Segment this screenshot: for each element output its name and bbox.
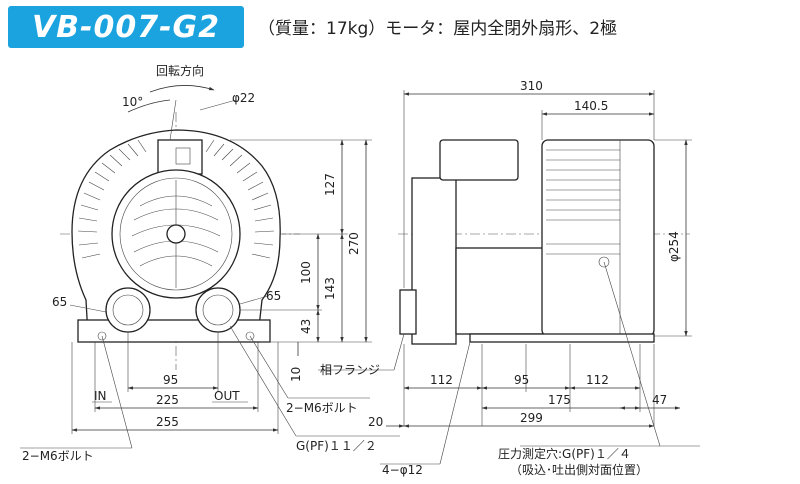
dim-47: 47: [652, 393, 667, 407]
out-port-outer: [195, 287, 241, 333]
pressure-label: 圧力測定穴:G(PF)１／４: [498, 446, 631, 461]
motor-cover-inner: [119, 177, 233, 291]
dim-20: 20: [368, 415, 383, 429]
in-port-outer: [105, 287, 151, 333]
dim-175: 175: [548, 393, 571, 407]
rotation-label: 回転方向: [156, 63, 204, 78]
dim-95-front: 95: [163, 373, 178, 387]
model-badge: VB-007-G2: [8, 6, 244, 48]
angle-arc: [127, 99, 171, 113]
pressure-sub-label: （吸込･吐出側対面位置）: [510, 462, 648, 477]
flange-label: 相フランジ: [320, 363, 380, 377]
blower-housing-side: [541, 139, 655, 337]
dim-112a: 112: [430, 373, 453, 387]
angle-label: 10°: [122, 95, 143, 109]
angle-ray: [169, 99, 177, 141]
dim-10: 10: [289, 367, 303, 382]
phi22-leader: [199, 99, 237, 111]
pressure-port: [598, 256, 610, 268]
dim-255: 255: [156, 415, 179, 429]
side-view: 310 140.5 φ254 相フランジ 112 95 112 175 47 2…: [318, 79, 700, 477]
dim-127: 127: [323, 173, 337, 196]
terminal-box-side: [439, 139, 519, 181]
shaft-hub: [166, 224, 186, 244]
dim-1405: 140.5: [574, 99, 608, 113]
in-port-inner: [112, 294, 144, 326]
front-base: [77, 319, 271, 343]
dim-112b: 112: [586, 373, 609, 387]
terminal-box: [157, 139, 203, 175]
base-bolt-right: [245, 331, 255, 341]
dim-299: 299: [520, 411, 543, 425]
dim-143: 143: [323, 277, 337, 300]
flange-side: [399, 289, 417, 335]
left-65: 65: [52, 295, 67, 309]
base-bolt-left: [97, 331, 107, 341]
out-label: OUT: [214, 389, 240, 403]
phi254: φ254: [667, 231, 681, 262]
terminal-plug: [175, 147, 191, 165]
dim-100: 100: [299, 261, 313, 284]
bolt-right-label: 2−M6ボルト: [286, 401, 358, 415]
in-label: IN: [94, 389, 107, 403]
hole-label: 4−φ12: [382, 463, 423, 477]
dim-95-side: 95: [514, 373, 529, 387]
fan-cover-side: [411, 177, 457, 345]
dim-225: 225: [156, 393, 179, 407]
right-65: 65: [266, 289, 281, 303]
gpf-label: G(PF)１１／２: [296, 439, 377, 453]
side-base: [469, 333, 655, 343]
dim-310: 310: [520, 79, 543, 93]
dim-43: 43: [299, 319, 313, 334]
side-fins: [546, 140, 621, 336]
spec-text: （質量：17kg）モータ：屋内全閉外扇形、2極: [258, 19, 618, 39]
bolt-left-label: 2−M6ボルト: [22, 449, 94, 463]
rotation-arrow: [149, 85, 215, 93]
phi22-label: φ22: [232, 91, 255, 105]
front-view: 回転方向 10° φ22 127 270 100 143 43 10 65 65: [20, 63, 400, 463]
out-port-inner: [202, 294, 234, 326]
dim-270: 270: [347, 232, 361, 255]
cooling-fins: [77, 139, 275, 259]
model-name: VB-007-G2: [31, 9, 221, 45]
